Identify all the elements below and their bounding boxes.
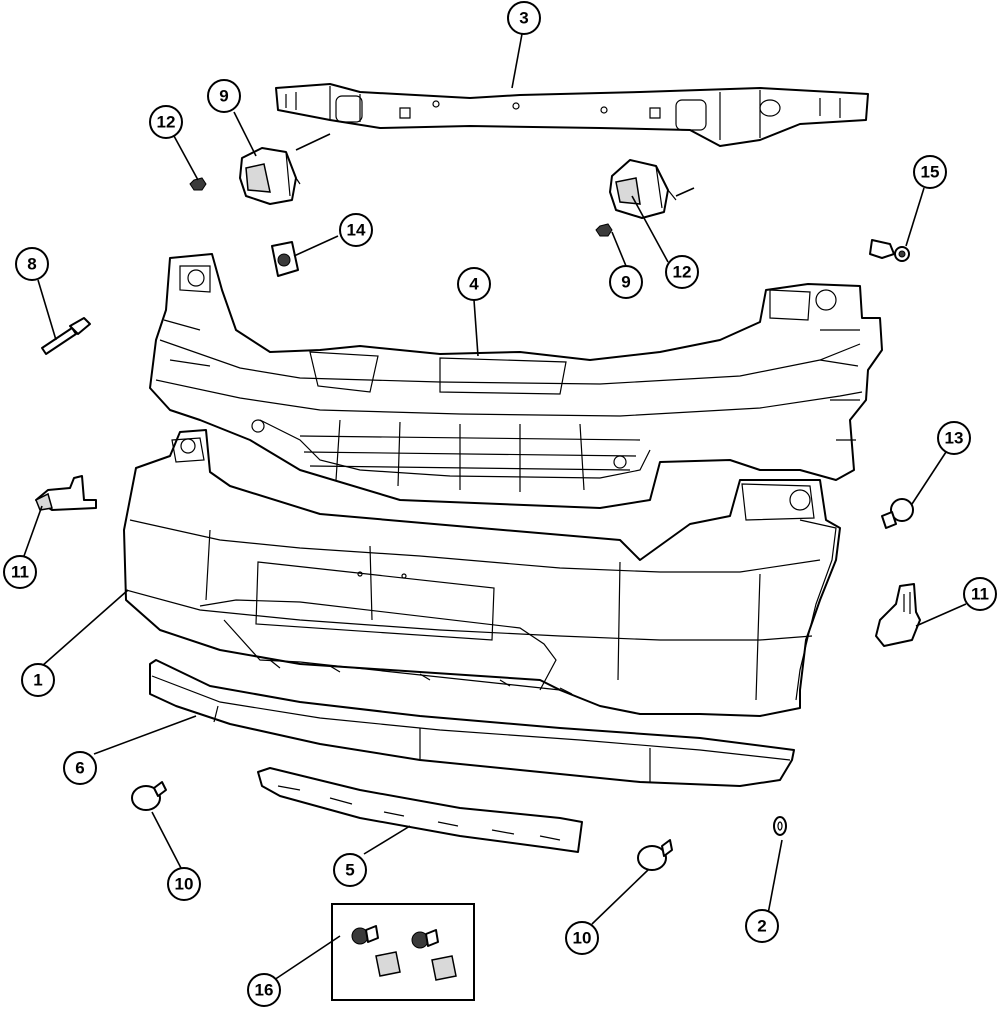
svg-text:8: 8 [27, 255, 36, 274]
mount-bracket-right-part [875, 583, 921, 647]
clip-nut-part [271, 241, 299, 277]
svg-text:2: 2 [757, 917, 766, 936]
leader-lines [23, 33, 967, 981]
bracket-left-part [239, 133, 331, 205]
svg-text:9: 9 [621, 273, 630, 292]
callout-16: 16 [247, 973, 281, 1007]
rivet-part [41, 317, 91, 355]
svg-text:12: 12 [673, 263, 692, 282]
crossmember-part [275, 83, 869, 147]
callout-13: 13 [937, 421, 971, 455]
callout-12-left: 12 [149, 105, 183, 139]
callout-2: 2 [745, 909, 779, 943]
svg-text:5: 5 [345, 861, 354, 880]
svg-text:10: 10 [175, 875, 194, 894]
callout-11-left: 11 [3, 555, 37, 589]
callout-10-right: 10 [565, 921, 599, 955]
lower-valance-part [149, 659, 795, 787]
callout-9-right: 9 [609, 265, 643, 299]
svg-text:4: 4 [469, 275, 479, 294]
callout-3: 3 [507, 1, 541, 35]
svg-text:13: 13 [945, 429, 964, 448]
push-pin-right-part [637, 839, 673, 871]
hardware-kit-inset [331, 903, 475, 1001]
callout-4: 4 [457, 267, 491, 301]
svg-text:3: 3 [519, 9, 528, 28]
nut-left-part [189, 177, 207, 191]
callout-6: 6 [63, 751, 97, 785]
clip-part [881, 498, 914, 529]
skid-strip-part [257, 767, 583, 853]
push-pin-left-part [131, 781, 167, 811]
svg-text:14: 14 [347, 221, 366, 240]
svg-text:9: 9 [219, 87, 228, 106]
svg-text:6: 6 [75, 759, 84, 778]
bumper-fascia-part [123, 429, 841, 717]
mount-bracket-left-part [35, 475, 97, 511]
push-pin-part [869, 239, 910, 262]
callout-9-left: 9 [207, 79, 241, 113]
callout-14: 14 [339, 213, 373, 247]
washer-part [773, 816, 787, 836]
callout-15: 15 [913, 155, 947, 189]
svg-text:11: 11 [971, 585, 989, 604]
callout-12-right: 12 [665, 255, 699, 289]
svg-text:15: 15 [921, 163, 940, 182]
svg-text:1: 1 [33, 671, 42, 690]
callout-8: 8 [15, 247, 49, 281]
callout-11-right: 11 [963, 577, 997, 611]
callout-1: 1 [21, 663, 55, 697]
svg-text:11: 11 [11, 563, 29, 582]
svg-text:12: 12 [157, 113, 176, 132]
callout-5: 5 [333, 853, 367, 887]
callout-10-left: 10 [167, 867, 201, 901]
bumper-reinforcement-part [149, 253, 883, 509]
svg-text:16: 16 [255, 981, 274, 1000]
svg-text:10: 10 [573, 929, 592, 948]
bracket-right-part [595, 159, 695, 237]
